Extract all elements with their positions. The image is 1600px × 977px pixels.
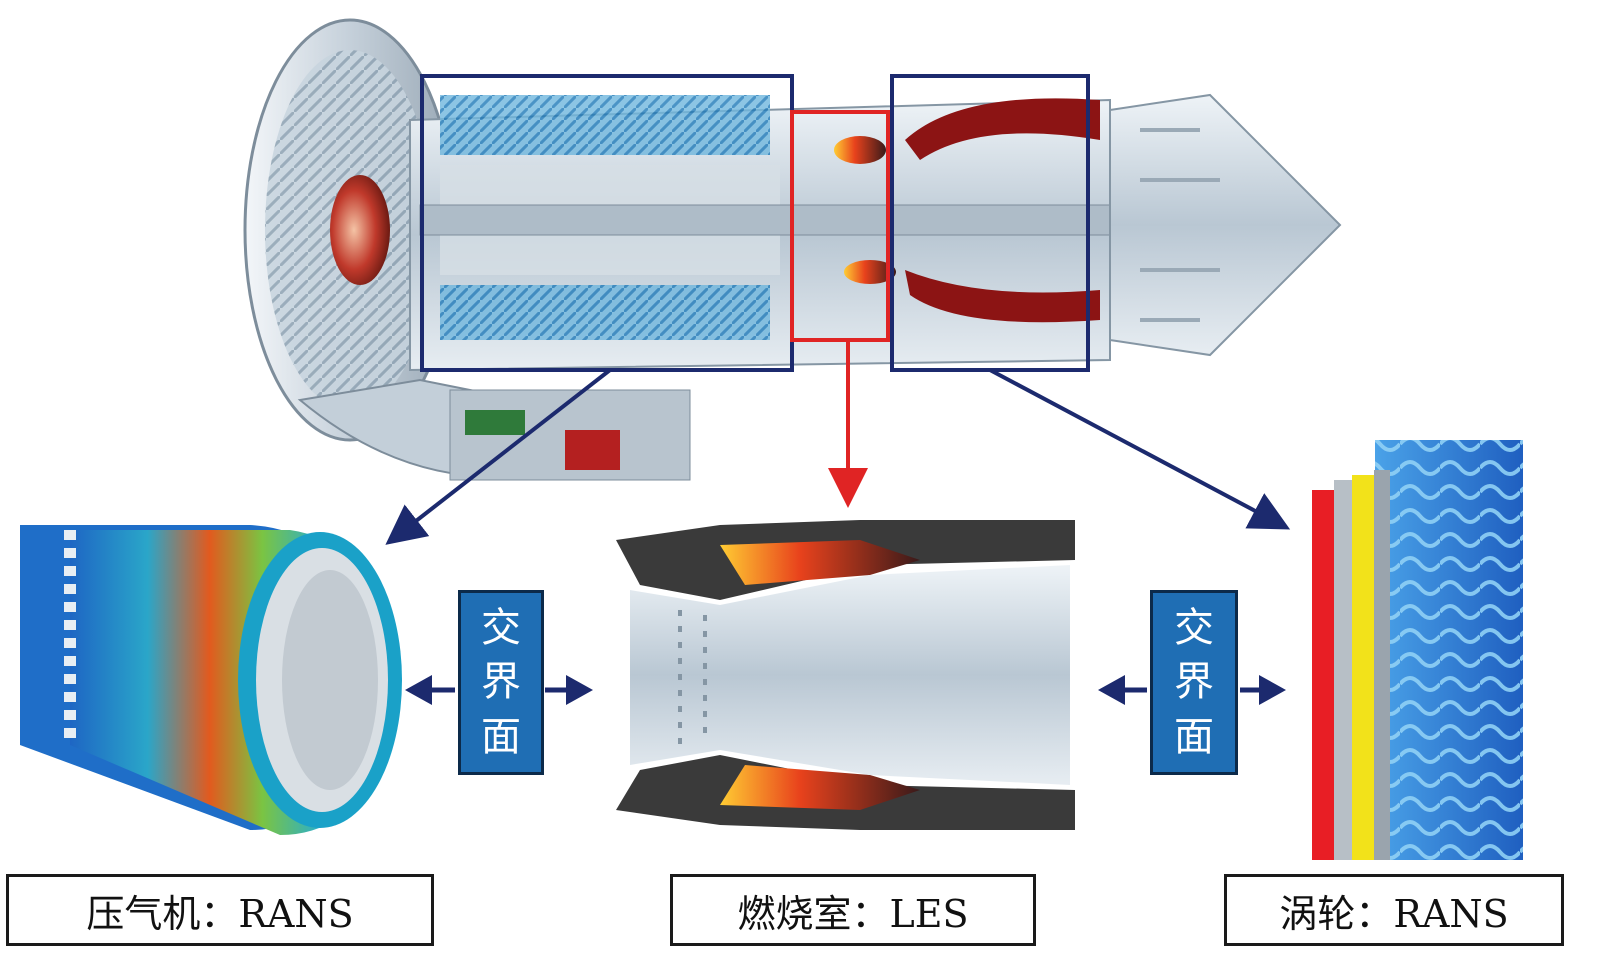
right-interface-arrowhead-left <box>1098 675 1125 705</box>
compressor-blades-lower <box>440 285 770 340</box>
left-interface-arrowhead-left <box>405 675 432 705</box>
gearbox-green-component <box>465 410 525 435</box>
gearbox-red-component <box>565 430 620 470</box>
fan-spinner <box>330 175 390 285</box>
turbine-yellow-band <box>1352 475 1374 860</box>
interface-box-left: 交 界 面 <box>458 590 544 775</box>
combustor-inner-casing <box>630 565 1070 785</box>
compressor-outlet-inner <box>282 570 378 790</box>
turbine-blade-row-2 <box>1374 470 1390 860</box>
combustor-caption-text: 燃烧室：LES <box>737 891 969 936</box>
compressor-caption: 压气机：RANS <box>6 874 434 946</box>
combustor-flame-top <box>720 540 920 585</box>
combustor-flame-lower <box>844 260 896 284</box>
turbine-flow-upper <box>905 98 1100 160</box>
combustor-flame-upper <box>834 136 886 164</box>
turbine-red-band <box>1312 490 1334 860</box>
compressor-caption-text: 压气机：RANS <box>86 891 354 936</box>
combustor-swirler-vanes <box>678 610 707 745</box>
interface-char: 交 <box>481 605 521 652</box>
interface-box-right: 交 界 面 <box>1150 590 1238 775</box>
turbine-caption: 涡轮：RANS <box>1224 874 1564 946</box>
compressor-cfd-render <box>20 525 402 835</box>
interface-arrows-left <box>405 675 593 705</box>
turbine-flow-lower <box>905 270 1100 323</box>
turbine-pointer-arrow <box>989 368 1291 530</box>
interface-char: 交 <box>1174 605 1214 652</box>
interface-char: 面 <box>481 713 521 760</box>
turbine-cfd-render <box>1312 440 1523 860</box>
interface-char: 面 <box>1174 713 1214 760</box>
engine-shaft <box>419 204 1121 236</box>
interface-char: 界 <box>1174 659 1214 706</box>
combustor-flame-bottom <box>720 765 920 810</box>
turbine-caption-text: 涡轮：RANS <box>1279 891 1509 936</box>
left-interface-arrowhead-right <box>566 675 593 705</box>
exhaust-nozzle <box>1109 93 1342 357</box>
combustor-caption: 燃烧室：LES <box>670 874 1036 946</box>
right-interface-arrowhead-right <box>1259 675 1286 705</box>
compressor-blades-upper <box>440 95 770 155</box>
interface-char: 界 <box>481 659 521 706</box>
combustor-section-box <box>790 110 890 342</box>
turbine-flow-waves <box>1375 440 1523 860</box>
compressor-pointer-arrow <box>385 368 612 545</box>
interface-arrows-right <box>1098 675 1286 705</box>
nozzle-chevrons <box>1140 128 1220 322</box>
combustor-render <box>616 520 1075 830</box>
engine-cutaway-illustration <box>243 18 1342 481</box>
turbine-blade-row-1 <box>1334 480 1352 860</box>
